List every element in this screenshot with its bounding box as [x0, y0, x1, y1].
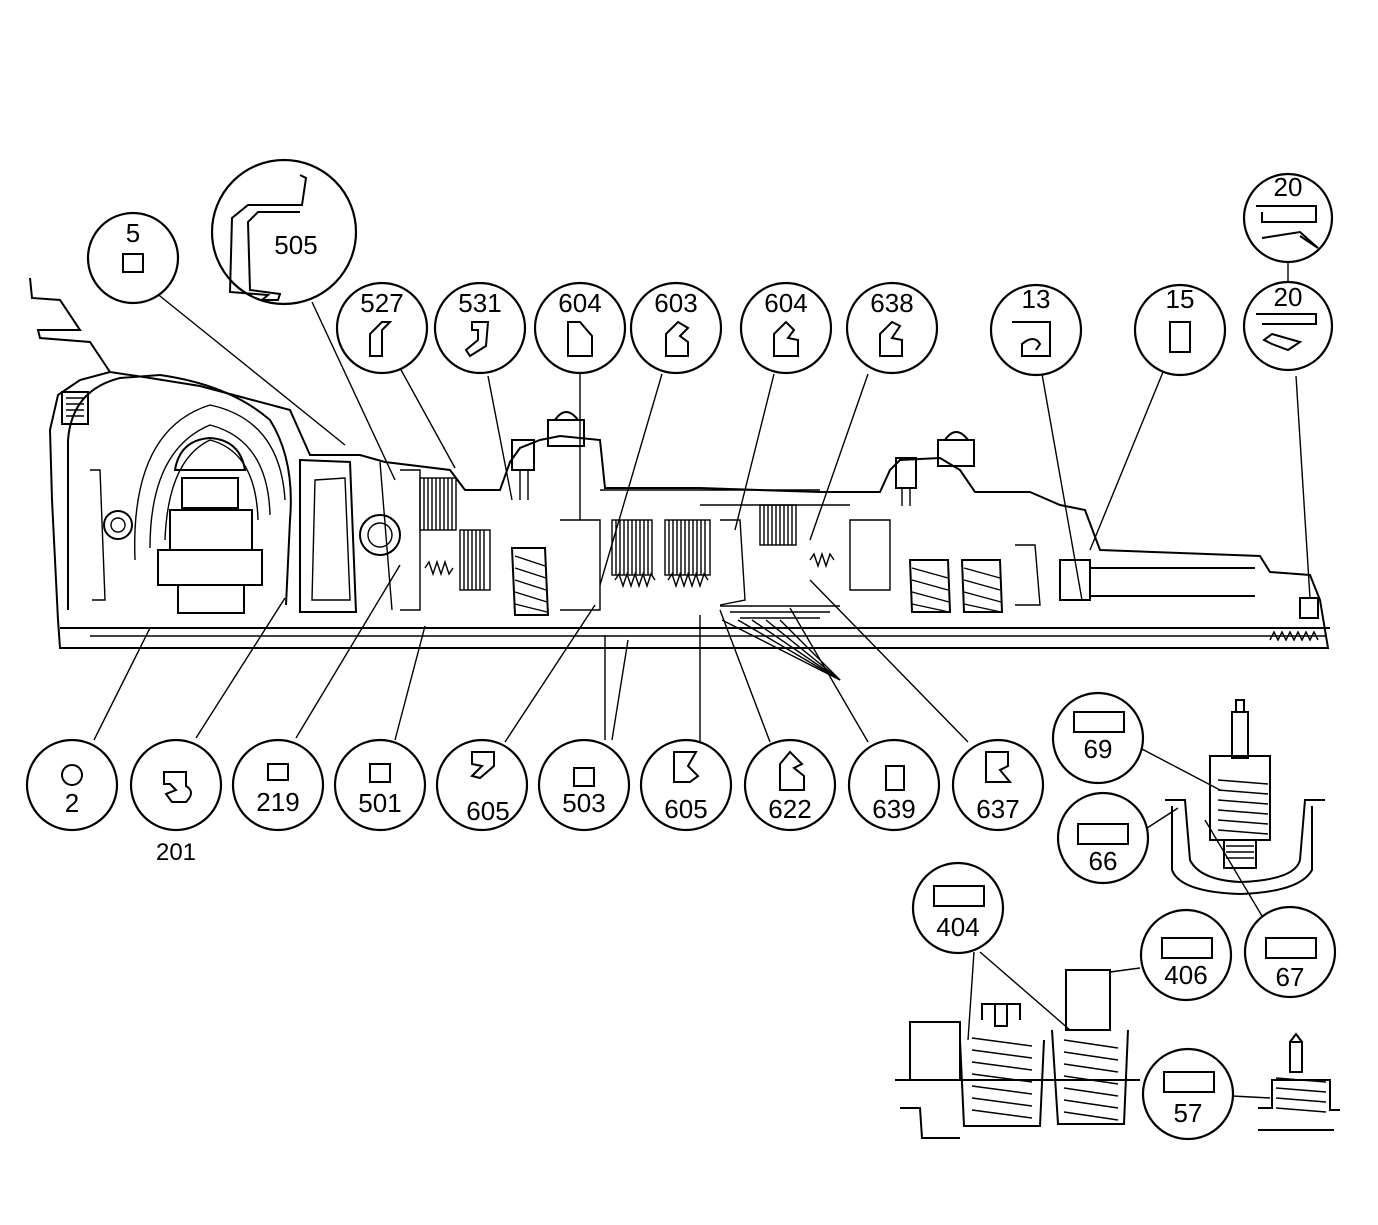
- callout-404: 404: [911, 861, 1005, 955]
- square-seal-icon: [122, 253, 144, 273]
- lip-seal-icon: [228, 174, 308, 301]
- seal-profile-icon: [470, 751, 495, 780]
- callout-505-label: 505: [274, 230, 317, 260]
- seal-profile-icon: [779, 750, 805, 791]
- callout-13: 13: [989, 283, 1083, 377]
- callout-527: 527: [335, 281, 429, 375]
- seal-profile-icon: [879, 320, 903, 357]
- callout-20-top-label: 20: [1274, 172, 1303, 202]
- callout-603: 603: [629, 281, 723, 375]
- callout-531: 531: [433, 281, 527, 375]
- callout-605-right-label: 605: [664, 794, 707, 824]
- square-seal-icon: [369, 763, 391, 783]
- callout-2: 2: [25, 738, 119, 832]
- seal-profile-icon: [673, 751, 700, 783]
- callout-5: 5: [86, 211, 180, 305]
- callout-406-label: 406: [1164, 960, 1207, 990]
- callout-69: 69: [1051, 691, 1145, 785]
- spring-piston-leaders: [967, 951, 1271, 1099]
- callout-219-label: 219: [256, 787, 299, 817]
- lip-seal-icon: [1256, 205, 1317, 223]
- lip-seal-icon: [1262, 332, 1303, 352]
- rect-seal-icon: [1169, 321, 1191, 353]
- callout-501: 501: [333, 738, 427, 832]
- callout-67: 67: [1243, 905, 1337, 999]
- clip-seal-icon: [1012, 321, 1051, 357]
- callout-605-left: 605: [435, 738, 529, 832]
- callout-603-label: 603: [654, 288, 697, 318]
- seal-profile-icon: [369, 321, 393, 357]
- callout-527-label: 527: [360, 288, 403, 318]
- seal-profile-icon: [567, 321, 593, 357]
- callout-639-label: 639: [872, 794, 915, 824]
- callout-622-label: 622: [768, 794, 811, 824]
- callout-57: 57: [1141, 1047, 1235, 1141]
- square-seal-icon: [573, 767, 595, 787]
- callout-503: 503: [537, 738, 631, 832]
- callout-20-bottom: 20: [1242, 280, 1334, 372]
- callout-404-label: 404: [936, 912, 979, 942]
- callout-501-label: 501: [358, 788, 401, 818]
- callout-604-right-label: 604: [764, 288, 807, 318]
- callout-639: 639: [847, 738, 941, 832]
- rect-seal-icon: [1161, 937, 1213, 959]
- callout-5-label: 5: [126, 218, 140, 248]
- callout-219: 219: [231, 738, 325, 832]
- transmission-cross-section: [29, 277, 1330, 649]
- callout-605-left-label: 605: [466, 796, 509, 826]
- callout-531-label: 531: [458, 288, 501, 318]
- callout-66-label: 66: [1089, 846, 1118, 876]
- callout-604-right: 604: [739, 281, 833, 375]
- callout-201: 201: [129, 738, 223, 866]
- rect-seal-icon: [1265, 937, 1317, 959]
- seal-profile-icon: [464, 321, 490, 358]
- callout-503-label: 503: [562, 788, 605, 818]
- spring-piston-detail: [895, 969, 1340, 1139]
- callout-69-label: 69: [1084, 734, 1113, 764]
- callout-604-left: 604: [533, 281, 627, 375]
- callout-605-right: 605: [639, 738, 733, 832]
- callout-604-left-label: 604: [558, 288, 601, 318]
- seal-profile-icon: [773, 320, 799, 357]
- callout-15: 15: [1133, 283, 1227, 377]
- callout-67-label: 67: [1276, 962, 1305, 992]
- rect-seal-icon: [933, 885, 985, 907]
- callout-637: 637: [951, 738, 1045, 832]
- lip-seal-icon: [1261, 230, 1319, 249]
- callout-406: 406: [1139, 908, 1233, 1002]
- rect-seal-icon: [1163, 1071, 1215, 1093]
- callout-15-label: 15: [1166, 284, 1195, 314]
- callout-57-label: 57: [1174, 1098, 1203, 1128]
- lip-seal-icon: [1256, 313, 1317, 325]
- accumulator-detail: [1165, 699, 1325, 896]
- callout-637-label: 637: [976, 794, 1019, 824]
- square-seal-icon: [267, 763, 289, 781]
- rect-seal-icon: [1077, 823, 1129, 845]
- accumulator-leaders: [1139, 747, 1263, 917]
- callout-20-bottom-label: 20: [1274, 282, 1303, 312]
- seal-profile-icon: [665, 320, 690, 357]
- leader-lines: [93, 263, 1311, 743]
- seal-profile-icon: [985, 751, 1013, 783]
- callout-2-label: 2: [65, 788, 79, 818]
- callout-622: 622: [743, 738, 837, 832]
- callout-13-label: 13: [1022, 284, 1051, 314]
- callout-66: 66: [1056, 791, 1150, 885]
- rect-seal-icon: [1073, 711, 1125, 733]
- callout-638-label: 638: [870, 288, 913, 318]
- o-ring-icon: [61, 764, 83, 786]
- callout-505: 505: [210, 158, 358, 306]
- callout-20-top: 20: [1242, 172, 1334, 264]
- callout-201-label: 201: [156, 839, 196, 866]
- clip-seal-icon: [163, 771, 192, 803]
- rect-seal-icon: [885, 765, 905, 791]
- callout-638: 638: [845, 281, 939, 375]
